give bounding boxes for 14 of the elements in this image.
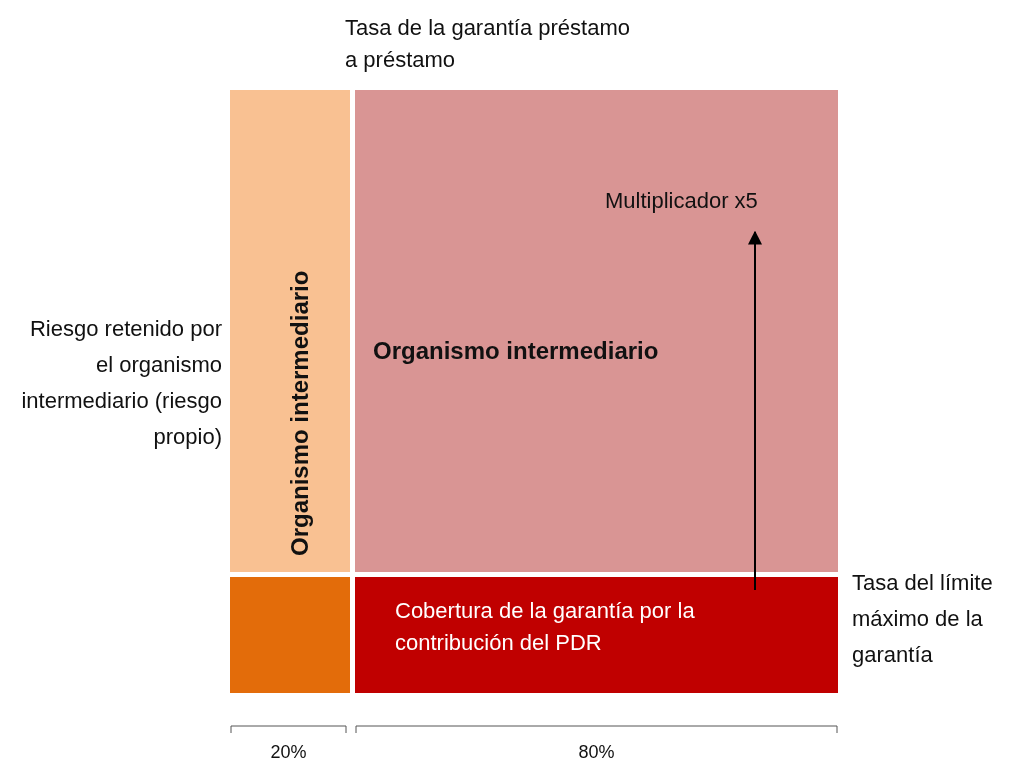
block-title: Organismo intermediario bbox=[285, 269, 314, 559]
risk-block bbox=[230, 90, 350, 572]
coverage-block bbox=[230, 577, 350, 693]
coverage-block bbox=[355, 577, 838, 693]
block-text: Cobertura de la garantía por la contribución del PDR bbox=[395, 597, 696, 657]
risk-block bbox=[355, 90, 838, 572]
percentage-label: 20% bbox=[269, 741, 308, 764]
axis-caption: Riesgo retenido por el organismo intermediario (riesgo propio) bbox=[20, 315, 222, 451]
axis-caption: Tasa del límite máximo de la garantía bbox=[852, 569, 994, 669]
percentage-label: 80% bbox=[577, 741, 616, 764]
arrow bbox=[748, 230, 762, 591]
multiplier-label: Multiplicador x5 bbox=[605, 187, 759, 215]
axis-caption: Tasa de la garantía préstamo a préstamo bbox=[345, 14, 631, 74]
block-title: Organismo intermediario bbox=[373, 336, 660, 366]
